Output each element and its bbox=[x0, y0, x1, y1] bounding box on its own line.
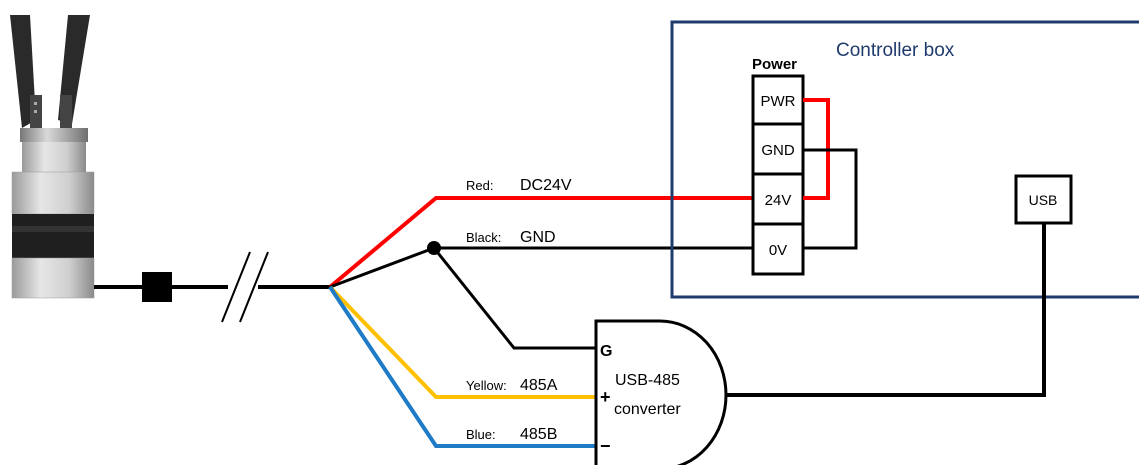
gripper-icon bbox=[10, 15, 95, 299]
red-wire bbox=[328, 196, 757, 289]
controller-box: Controller box bbox=[670, 20, 1139, 299]
blue-wire-color-label: Blue: bbox=[466, 427, 496, 442]
ferrite-core-icon bbox=[142, 272, 172, 302]
usb-485-converter: G + − USB-485 converter bbox=[594, 319, 728, 465]
blue-wire bbox=[328, 285, 596, 448]
converter-pin-plus: + bbox=[600, 387, 611, 407]
cable-break-icon bbox=[221, 251, 269, 323]
power-terminal-block: Power PWR GND 24V 0V bbox=[751, 56, 805, 276]
controller-box-title: Controller box bbox=[836, 40, 955, 61]
blue-wire-signal-label: 485B bbox=[520, 426, 557, 443]
yellow-wire-color-label: Yellow: bbox=[466, 378, 507, 393]
pin-24v: 24V bbox=[765, 192, 792, 209]
red-wire-signal-label: DC24V bbox=[520, 177, 572, 194]
black-wire-signal-label: GND bbox=[520, 229, 556, 246]
junction-dot-icon bbox=[427, 241, 441, 255]
power-heading: Power bbox=[752, 56, 797, 73]
converter-pin-g: G bbox=[600, 343, 612, 360]
usb-cable bbox=[726, 223, 1046, 397]
pin-gnd: GND bbox=[761, 142, 795, 159]
black-wire-color-label: Black: bbox=[466, 230, 501, 245]
converter-label-line1: USB-485 bbox=[615, 372, 680, 389]
converter-label-line2: converter bbox=[614, 401, 681, 418]
yellow-wire-signal-label: 485A bbox=[520, 377, 558, 394]
usb-port-label: USB bbox=[1029, 192, 1058, 208]
red-wire-color-label: Red: bbox=[466, 178, 493, 193]
black-wire bbox=[329, 246, 757, 289]
usb-port bbox=[1014, 174, 1073, 225]
pin-0v: 0V bbox=[769, 242, 787, 259]
black-wire-to-converter bbox=[432, 247, 596, 350]
black-jumper bbox=[803, 148, 858, 250]
converter-pin-minus: − bbox=[600, 436, 611, 456]
pin-pwr: PWR bbox=[761, 93, 796, 110]
yellow-wire bbox=[328, 285, 596, 399]
